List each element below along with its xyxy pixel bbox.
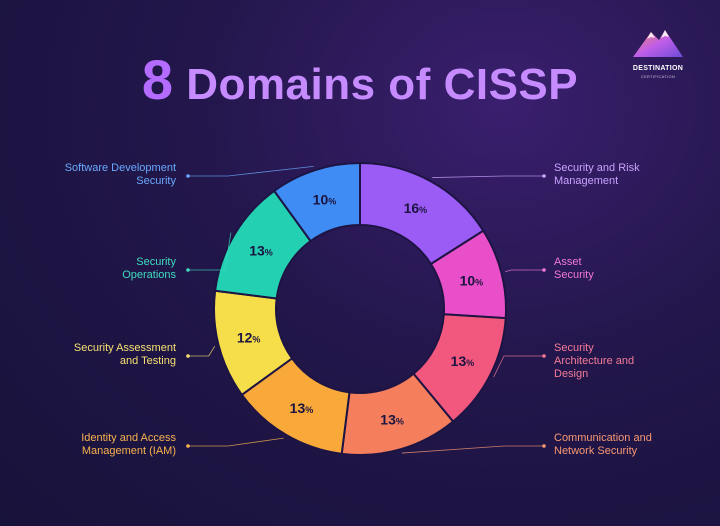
category-label-line: Network Security (554, 445, 638, 457)
title-number: 8 (141, 48, 174, 111)
leader-line (188, 346, 216, 357)
category-label-line: Management (554, 175, 619, 187)
leader-dot (542, 268, 546, 272)
leader-line (432, 175, 544, 178)
category-label-line: Management (IAM) (81, 445, 176, 457)
leader-line (188, 437, 284, 447)
leader-dot (186, 174, 190, 178)
slice-value-label: 10% (460, 272, 484, 288)
leader-line (188, 232, 232, 271)
category-label-line: Architecture and (554, 355, 635, 367)
slice-value-label: 16% (404, 200, 428, 216)
slice-value-label: 12% (237, 330, 261, 346)
category-label-line: Communication and (554, 432, 652, 444)
category-label-line: and Testing (119, 355, 176, 367)
category-label-line: Security (554, 269, 594, 281)
category-label-line: Security (136, 256, 176, 268)
mountain-logo-icon (633, 30, 683, 57)
category-label-line: Design (554, 368, 589, 380)
leader-line (401, 445, 544, 454)
leader-line (493, 355, 544, 378)
category-label-line: Identity and Access (81, 432, 176, 444)
category-label-line: Security (554, 342, 594, 354)
slice-value-label: 13% (380, 411, 404, 427)
category-label-line: Security Assessment (73, 342, 176, 354)
leader-line (505, 269, 544, 273)
slice-value-label: 13% (451, 353, 475, 369)
category-label-line: Asset (554, 256, 582, 268)
leader-dot (542, 174, 546, 178)
leader-dot (542, 444, 546, 448)
logo-subtext: CERTIFICATION (640, 74, 676, 79)
slice-value-label: 10% (313, 192, 337, 208)
leader-line (188, 165, 314, 177)
donut-slice (272, 161, 361, 243)
leader-dot (186, 354, 190, 358)
title-text: Domains of CISSP (186, 60, 579, 109)
leader-dot (186, 444, 190, 448)
logo: DESTINATION CERTIFICATION (628, 26, 688, 79)
slice-value-label: 13% (290, 400, 314, 416)
leader-dot (542, 354, 546, 358)
category-label-line: Security and Risk (554, 162, 640, 174)
slice-value-label: 13% (249, 242, 273, 258)
category-label-line: Operations (122, 269, 176, 281)
logo-text: DESTINATION (632, 65, 684, 72)
category-label-line: Software Development (64, 162, 176, 174)
page-title: 8 Domains of CISSP (0, 52, 720, 108)
category-label-line: Security (136, 175, 176, 187)
leader-dot (186, 268, 190, 272)
